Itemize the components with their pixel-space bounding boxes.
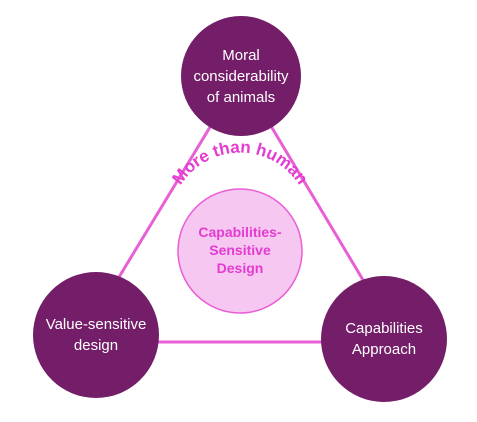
center-label: Capabilities- Sensitive Design	[198, 224, 282, 276]
node-left-label: Value-sensitive design	[45, 316, 147, 354]
arc-text: More than human	[168, 137, 311, 187]
node-top-circle	[181, 16, 301, 136]
node-right-label: Capabilities Approach	[345, 320, 423, 358]
node-right-circle	[321, 276, 447, 402]
center-circle	[177, 188, 303, 314]
node-top-label: Moral considerability of animals	[193, 46, 289, 106]
node-left-circle	[33, 272, 159, 398]
arc-text-path: More than human	[168, 137, 311, 187]
